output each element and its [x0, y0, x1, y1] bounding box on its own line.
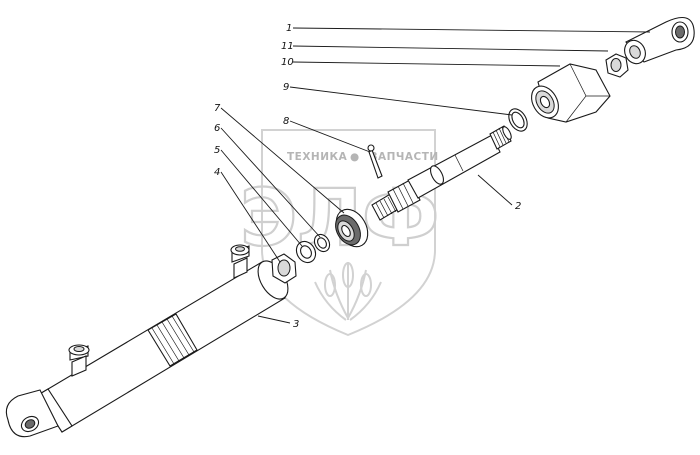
callout-labels: 1 11 10 9 8 7 6 5 4 2 3	[214, 23, 521, 330]
o-ring-part-9	[508, 108, 528, 132]
callout-2: 2	[515, 201, 521, 212]
piston-part-7	[335, 208, 369, 248]
rod-eye-part-1	[624, 16, 695, 65]
callout-11: 11	[281, 41, 294, 52]
gland-part-10	[531, 63, 611, 123]
o-ring-part-6	[313, 233, 331, 253]
callout-4: 4	[214, 167, 220, 178]
washer-part-5	[295, 240, 317, 264]
callout-7: 7	[214, 103, 221, 114]
callout-1: 1	[286, 23, 292, 34]
callout-8: 8	[283, 116, 289, 127]
nut-part-4	[271, 253, 297, 284]
cotter-pin-part-8	[367, 144, 383, 179]
lock-nut-part-11	[605, 53, 629, 78]
callout-6: 6	[214, 123, 220, 134]
callout-5: 5	[214, 145, 220, 156]
callout-3: 3	[293, 319, 299, 330]
watermark-dot: ●	[350, 151, 360, 163]
rod-part-2	[371, 125, 512, 221]
watermark-tagline-left: ТЕХНИКА	[287, 151, 348, 163]
cylinder-body	[5, 244, 289, 438]
callout-10: 10	[281, 57, 294, 68]
watermark-tagline-right: ЗАПЧАСТИ	[370, 151, 439, 163]
leader-lines	[220, 27, 651, 324]
callout-9: 9	[283, 82, 289, 93]
wheat-emblem	[314, 262, 382, 321]
